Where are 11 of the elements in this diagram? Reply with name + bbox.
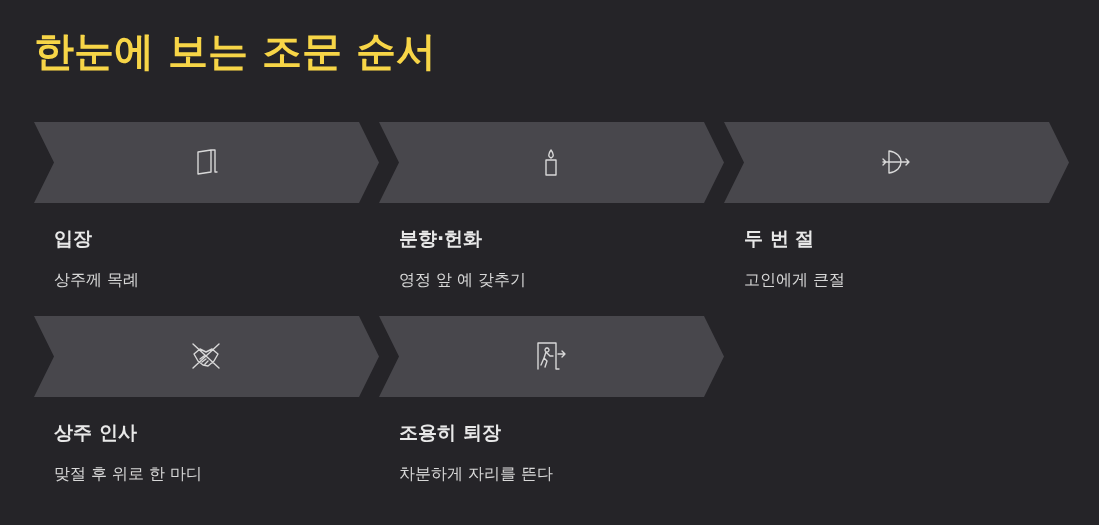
step-title: 입장 xyxy=(54,226,92,251)
title: 한눈에 보는 조문 순서 xyxy=(34,27,436,76)
step-title: 상주 인사 xyxy=(54,420,137,445)
step-title: 두 번 절 xyxy=(744,226,815,251)
step-description: 상주께 목례 xyxy=(54,269,140,291)
step-description: 영정 앞 예 갖추기 xyxy=(399,269,527,291)
step-description: 맞절 후 위로 한 마디 xyxy=(54,463,203,485)
step-description: 차분하게 자리를 뜬다 xyxy=(399,463,554,485)
step-title: 분향·헌화 xyxy=(399,226,483,251)
step-description: 고인에게 큰절 xyxy=(744,269,846,291)
step-title: 조용히 퇴장 xyxy=(399,420,501,445)
